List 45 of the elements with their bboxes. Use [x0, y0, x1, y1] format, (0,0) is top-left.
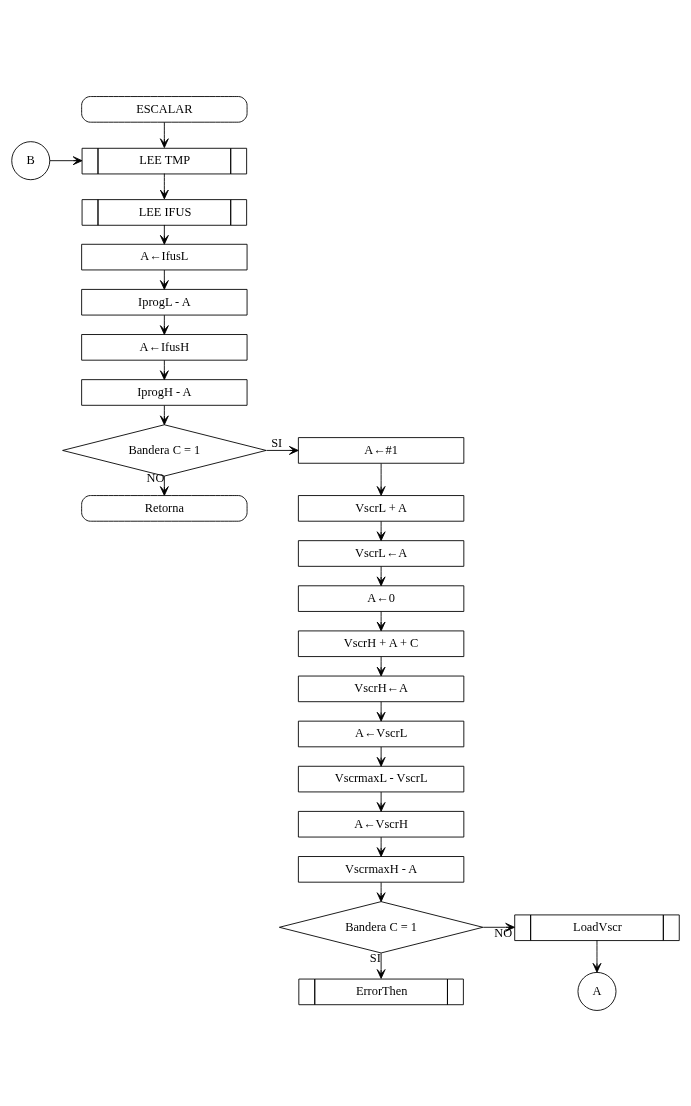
node-box: A←0	[297, 584, 465, 612]
edge-label: NO	[494, 925, 513, 940]
node-box: A←#1	[297, 436, 465, 464]
node-box: VscrmaxH - A	[297, 855, 465, 883]
node-diamond: Bandera C = 1	[278, 900, 484, 953]
node-box: VscrmaxL - VscrL	[297, 765, 465, 792]
arrow	[265, 445, 299, 455]
arrow	[376, 700, 386, 722]
node-circle: A	[577, 971, 617, 1011]
arrow	[592, 939, 602, 973]
node-circle: B	[11, 140, 51, 180]
arrow	[376, 791, 386, 812]
arrow	[482, 922, 515, 932]
edge-label: SI	[271, 435, 283, 450]
arrow	[376, 952, 386, 979]
arrow	[49, 155, 83, 165]
arrow	[159, 359, 169, 380]
arrow	[376, 565, 386, 586]
node-box: VscrH + A + C	[297, 629, 465, 657]
arrow	[159, 475, 169, 496]
arrow	[376, 746, 386, 767]
arrow	[376, 881, 386, 902]
node-box: IprogL - A	[81, 288, 248, 315]
arrow	[376, 520, 386, 541]
arrow	[376, 610, 386, 631]
node-box: VscrL + A	[297, 494, 465, 522]
node-box: A←VscrH	[297, 810, 465, 837]
arrow	[376, 836, 386, 857]
node-box: VscrL←A	[297, 539, 465, 567]
arrow	[159, 314, 169, 335]
node-box: A←IfusH	[81, 333, 248, 361]
node-box: ESCALAR	[81, 95, 248, 123]
edge-label: SI	[369, 950, 381, 965]
arrow	[376, 462, 386, 496]
node-box: VscrH←A	[297, 675, 465, 702]
arrow	[159, 224, 169, 245]
arrow	[159, 269, 169, 290]
arrow	[159, 404, 169, 425]
node-box: Retorna	[81, 494, 248, 522]
arrow	[159, 172, 169, 199]
arrow	[159, 121, 169, 148]
node-box: IprogH - A	[81, 378, 248, 406]
node-box: A←VscrL	[297, 720, 465, 747]
node-box: A←IfusL	[81, 243, 248, 270]
arrow	[376, 655, 386, 676]
